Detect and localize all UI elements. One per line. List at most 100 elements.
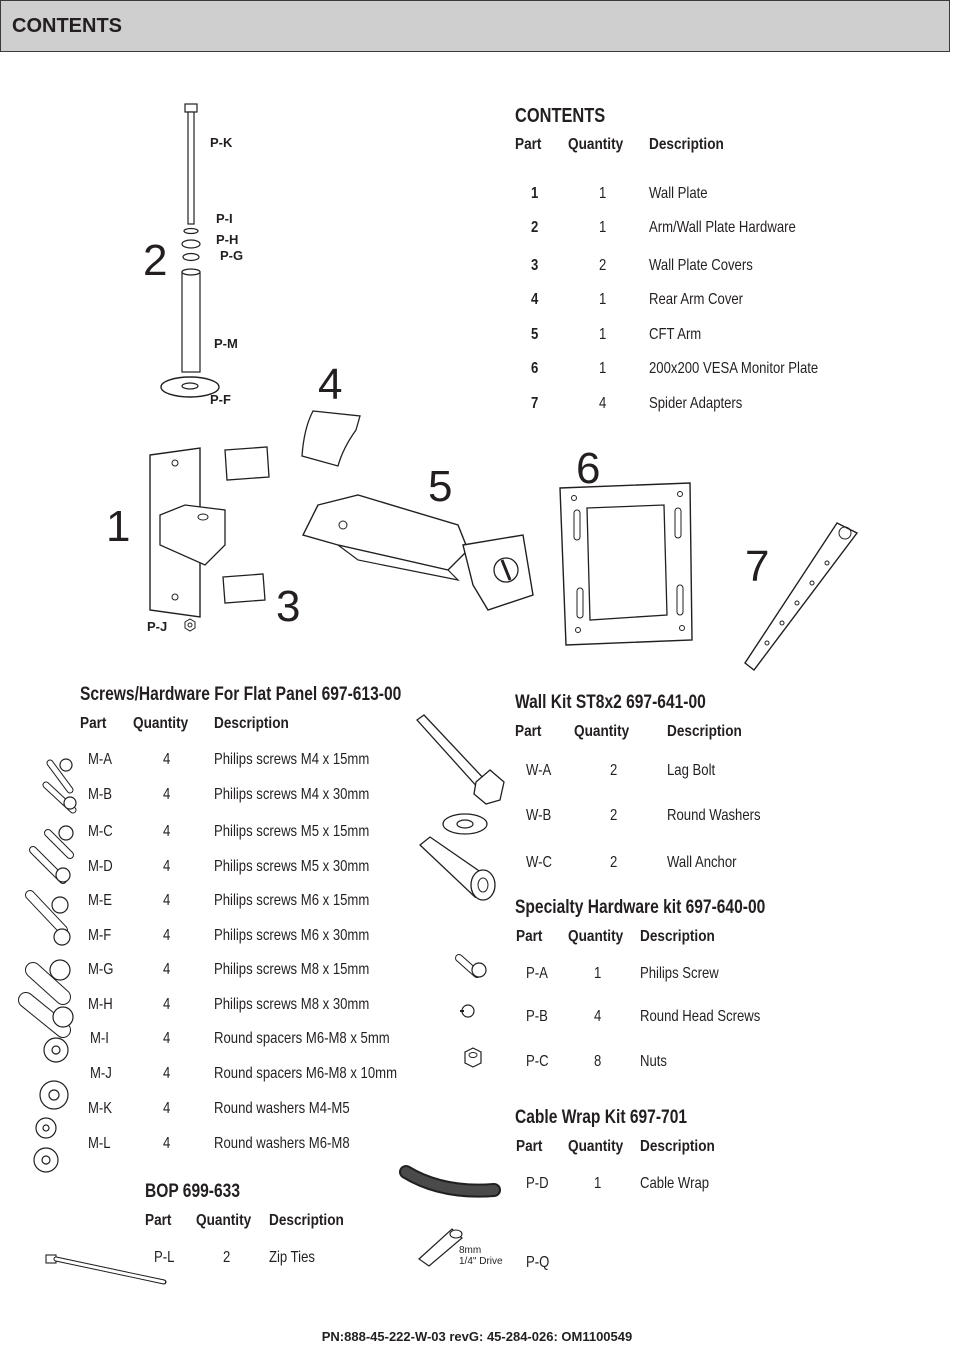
table-cell: 4: [163, 823, 171, 840]
table-cell: Wall Plate Covers: [649, 257, 753, 274]
col-part: Part: [515, 136, 542, 153]
table-cell: 1: [531, 185, 539, 202]
table-cell: M-D: [88, 858, 113, 875]
wall-plate-illustration: [149, 447, 226, 618]
table-cell: M-A: [88, 751, 113, 768]
table-cell: P-A: [526, 965, 548, 982]
washer-illustration: [160, 376, 220, 398]
table-cell: 2: [531, 219, 539, 236]
wall-anchor-illustration: [419, 836, 496, 901]
wall-plate-cover-illustration: [224, 446, 270, 481]
table-cell: M-L: [88, 1135, 111, 1152]
table-cell: 4: [163, 1065, 171, 1082]
col-quantity: Quantity: [574, 723, 630, 740]
wallkit-title: Wall Kit ST8x2 697-641-00: [515, 692, 706, 713]
screws-title: Screws/Hardware For Flat Panel 697-613-0…: [80, 684, 402, 705]
item-number: 7: [745, 542, 770, 591]
table-cell: M-B: [88, 786, 113, 803]
cable-wrap-illustration: [399, 1165, 501, 1198]
table-cell: 4: [163, 927, 171, 944]
table-cell: Round washers M6-M8: [214, 1135, 350, 1152]
col-part: Part: [80, 715, 107, 732]
round-head-screw-illustration: [460, 1004, 475, 1018]
table-cell: P-Q: [526, 1254, 550, 1271]
table-cell: M-K: [88, 1100, 113, 1117]
vesa-plate-illustration: [559, 482, 693, 646]
table-cell: CFT Arm: [649, 326, 702, 343]
spider-adapter-illustration: [744, 522, 859, 671]
round-washer-illustration: [442, 813, 488, 835]
col-description: Description: [649, 136, 724, 153]
col-quantity: Quantity: [568, 928, 624, 945]
table-cell: M-G: [88, 961, 114, 978]
table-cell: W-A: [526, 762, 552, 779]
table-cell: M-H: [88, 996, 113, 1013]
lag-bolt-illustration: [416, 714, 505, 805]
table-cell: 1: [599, 360, 607, 377]
col-part: Part: [515, 723, 542, 740]
driver-bit-caption: 8mm 1/4" Drive: [459, 1245, 503, 1267]
zip-tie-illustration: [45, 1254, 167, 1285]
cft-arm-illustration: [301, 494, 534, 611]
item-number: 2: [143, 236, 168, 285]
contents-title: CONTENTS: [515, 105, 606, 127]
table-cell: M-J: [90, 1065, 112, 1082]
part-label: P-G: [220, 248, 244, 263]
table-cell: Round washers M4-M5: [214, 1100, 350, 1117]
driver-bit-illustration: [418, 1228, 463, 1267]
part-label: P-J: [147, 619, 168, 634]
table-cell: Round spacers M6-M8 x 5mm: [214, 1030, 390, 1047]
col-part: Part: [516, 928, 543, 945]
part-label: P-H: [216, 232, 239, 247]
table-cell: 1: [599, 291, 607, 308]
table-cell: 2: [610, 807, 618, 824]
table-cell: P-B: [526, 1008, 548, 1025]
item-number: 3: [276, 582, 301, 631]
col-part: Part: [516, 1138, 543, 1155]
table-cell: 1: [599, 185, 607, 202]
table-cell: Zip Ties: [269, 1249, 315, 1266]
table-cell: 3: [531, 257, 539, 274]
table-cell: W-C: [526, 854, 552, 871]
col-description: Description: [269, 1212, 344, 1229]
table-cell: Philips screws M6 x 30mm: [214, 927, 370, 944]
rear-arm-cover-illustration: [301, 410, 361, 467]
wall-plate-cover-illustration: [222, 573, 266, 604]
table-cell: 1: [594, 965, 602, 982]
table-cell: 1: [599, 219, 607, 236]
table-cell: 6: [531, 360, 539, 377]
table-cell: Rear Arm Cover: [649, 291, 744, 308]
table-cell: 4: [531, 291, 539, 308]
table-cell: Lag Bolt: [667, 762, 716, 779]
specialty-title: Specialty Hardware kit 697-640-00: [515, 897, 766, 918]
table-cell: 5: [531, 326, 539, 343]
part-label: P-K: [210, 135, 233, 150]
table-cell: 1: [599, 326, 607, 343]
bolt-illustration: [181, 103, 201, 373]
col-description: Description: [640, 1138, 715, 1155]
footer-part-number: PN:888-45-222-W-03 revG: 45-284-026: OM1…: [321, 1329, 633, 1344]
table-cell: Nuts: [640, 1053, 667, 1070]
table-cell: Philips Screw: [640, 965, 719, 982]
col-description: Description: [214, 715, 289, 732]
driver-size: 8mm: [459, 1245, 482, 1256]
table-cell: Cable Wrap: [640, 1175, 710, 1192]
section-header: CONTENTS: [0, 0, 950, 52]
table-cell: Philips screws M4 x 30mm: [214, 786, 370, 803]
table-cell: 4: [163, 858, 171, 875]
table-cell: Philips screws M8 x 15mm: [214, 961, 370, 978]
item-number: 6: [576, 444, 601, 493]
col-quantity: Quantity: [568, 1138, 624, 1155]
table-cell: 8: [594, 1053, 602, 1070]
col-part: Part: [145, 1212, 172, 1229]
table-cell: Arm/Wall Plate Hardware: [649, 219, 796, 236]
table-cell: Philips screws M5 x 15mm: [214, 823, 370, 840]
item-number: 4: [318, 360, 343, 409]
table-cell: 2: [223, 1249, 231, 1266]
table-cell: Philips screws M5 x 30mm: [214, 858, 370, 875]
table-cell: 2: [610, 854, 618, 871]
col-quantity: Quantity: [568, 136, 624, 153]
table-cell: 4: [163, 961, 171, 978]
table-cell: M-E: [88, 892, 113, 909]
table-cell: 4: [163, 1100, 171, 1117]
